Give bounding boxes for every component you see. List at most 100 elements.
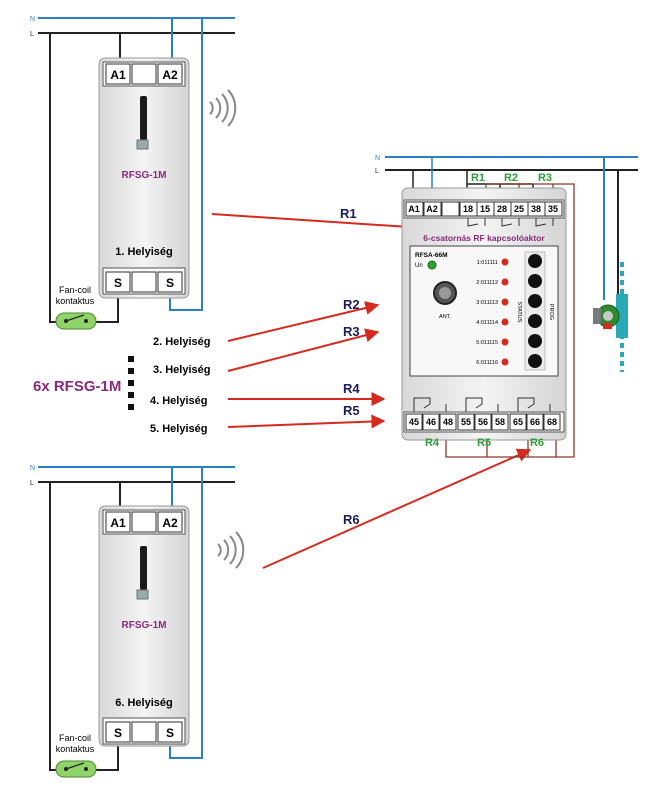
channel-6: 6:011116: [476, 360, 498, 366]
dots-icon: [128, 356, 134, 410]
model-label-bottom: RFSG-1M: [122, 620, 167, 631]
terminal-56: 56: [478, 417, 488, 427]
arrow-labels: R1 R2 R3 R4 R5 R6: [340, 206, 360, 527]
actuator-wiring: N L: [375, 155, 638, 458]
top-relay-labels: R1 R2 R3: [471, 172, 552, 184]
prog-button-1[interactable]: [528, 254, 542, 268]
rooms-list: 2. Helyiség 3. Helyiség 4. Helyiség 5. H…: [33, 336, 210, 435]
terminal-68: 68: [547, 417, 557, 427]
contact-label-2-bottom: kontaktus: [56, 744, 95, 754]
relay-label-r5: R5: [477, 437, 491, 449]
terminal-a1-bottom: A1: [110, 516, 126, 530]
actuator-title: 6-csatornás RF kapcsolóaktor: [423, 233, 545, 243]
room-label-3: 3. Helyiség: [153, 364, 210, 376]
top-rfsg-device: A1 A2 RFSG-1M 1. Helyiség S S: [98, 57, 190, 299]
arrow-r5: [227, 414, 386, 429]
terminal-45: 45: [409, 417, 419, 427]
contact-label-1-bottom: Fan-coil: [59, 733, 91, 743]
prog-button-6[interactable]: [528, 354, 542, 368]
terminal-18: 18: [463, 204, 473, 214]
bottom-fan-coil-contact: Fan-coil kontaktus: [55, 733, 97, 778]
count-label: 6x RFSG-1M: [33, 378, 121, 395]
switch-icon-bottom: [55, 760, 97, 778]
room-label-bottom: 6. Helyiség: [115, 697, 172, 709]
rfsa-66m-device: A1 A2 18 15 28 25 38 35 R1 R2 R3 6-csato…: [401, 172, 567, 449]
terminal-a2-bottom: A2: [162, 516, 178, 530]
terminal-65: 65: [513, 417, 523, 427]
top-wiring: N L: [30, 16, 235, 323]
top-terminal-row: A1 A2 18 15 28 25 38 35: [405, 201, 563, 217]
room-label-2: 2. Helyiség: [153, 336, 210, 348]
antenna-icon: [140, 96, 147, 140]
arrow-label-r5: R5: [343, 403, 360, 418]
wireless-signal-icon: [209, 89, 237, 127]
switch-icon: [55, 312, 97, 330]
circulation-pump-icon: [593, 262, 628, 372]
relay-label-r1: R1: [471, 172, 485, 184]
relay-label-r4: R4: [425, 437, 440, 449]
relay-label-r6: R6: [530, 437, 544, 449]
channel-4: 4:011114: [476, 320, 498, 326]
n-label-actuator: N: [375, 155, 380, 162]
bottom-wiring: N L: [30, 465, 235, 771]
terminal-a1: A1: [408, 204, 420, 214]
l-label: L: [30, 31, 34, 38]
status-leds: [501, 258, 509, 366]
terminal-28: 28: [497, 204, 507, 214]
prog-button-3[interactable]: [528, 294, 542, 308]
bottom-rfsg-device: A1 A2 RFSG-1M 6. Helyiség S S: [98, 505, 190, 747]
power-led: [427, 260, 437, 270]
contact-label-1: Fan-coil: [59, 285, 91, 295]
prog-label: PROG: [548, 304, 554, 320]
terminal-s-left: S: [114, 276, 122, 290]
arrow-r3: [227, 328, 380, 372]
prog-button-5[interactable]: [528, 334, 542, 348]
terminal-s-right: S: [166, 276, 174, 290]
relay-label-r3: R3: [538, 172, 552, 184]
channel-5: 5:011115: [476, 340, 498, 346]
antenna-icon-bottom: [140, 546, 147, 590]
arrow-label-r2: R2: [343, 297, 360, 312]
room-label: 1. Helyiség: [115, 246, 172, 258]
arrow-r2: [227, 301, 380, 342]
model-label: RFSG-1M: [122, 170, 167, 181]
terminal-a2: A2: [162, 68, 178, 82]
arrow-label-r3: R3: [343, 324, 360, 339]
bottom-terminal-row: 45 46 48 55 56 58 65 66 68: [405, 413, 561, 431]
room-label-4: 4. Helyiség: [150, 395, 207, 407]
l-label-actuator: L: [375, 168, 379, 175]
top-fan-coil-contact: Fan-coil kontaktus: [55, 285, 97, 330]
relay-label-r2: R2: [504, 172, 518, 184]
terminal-58: 58: [495, 417, 505, 427]
terminal-15: 15: [480, 204, 490, 214]
wireless-signal-icon-bottom: [217, 531, 245, 569]
terminal-s-left-bottom: S: [114, 726, 122, 740]
terminal-38: 38: [531, 204, 541, 214]
prog-button-4[interactable]: [528, 314, 542, 328]
arrow-r6: [262, 448, 532, 569]
channel-2: 2:011112: [476, 280, 498, 286]
prog-buttons: [528, 254, 542, 368]
prog-button-2[interactable]: [528, 274, 542, 288]
status-label: STATUS: [516, 302, 522, 323]
contact-label-2: kontaktus: [56, 296, 95, 306]
l-label-bottom: L: [30, 480, 34, 487]
terminal-55: 55: [461, 417, 471, 427]
arrow-label-r6: R6: [343, 512, 360, 527]
ant-label: ANT.: [439, 314, 451, 320]
top-relay-symbols: [467, 218, 554, 227]
terminal-s-right-bottom: S: [166, 726, 174, 740]
room-label-5: 5. Helyiség: [150, 423, 207, 435]
bottom-relay-labels: R4 R5 R6: [425, 437, 544, 449]
n-label: N: [30, 16, 35, 23]
terminal-48: 48: [443, 417, 453, 427]
terminal-a1: A1: [110, 68, 126, 82]
arrow-label-r4: R4: [343, 381, 360, 396]
terminal-a2: A2: [426, 204, 438, 214]
terminal-66: 66: [530, 417, 540, 427]
channel-1: 1:011111: [477, 260, 498, 266]
terminal-25: 25: [514, 204, 524, 214]
un-label: Un: [415, 263, 423, 269]
channel-list: 1:011111 2:011112 3:011113 4:011114 5:01…: [476, 260, 498, 366]
